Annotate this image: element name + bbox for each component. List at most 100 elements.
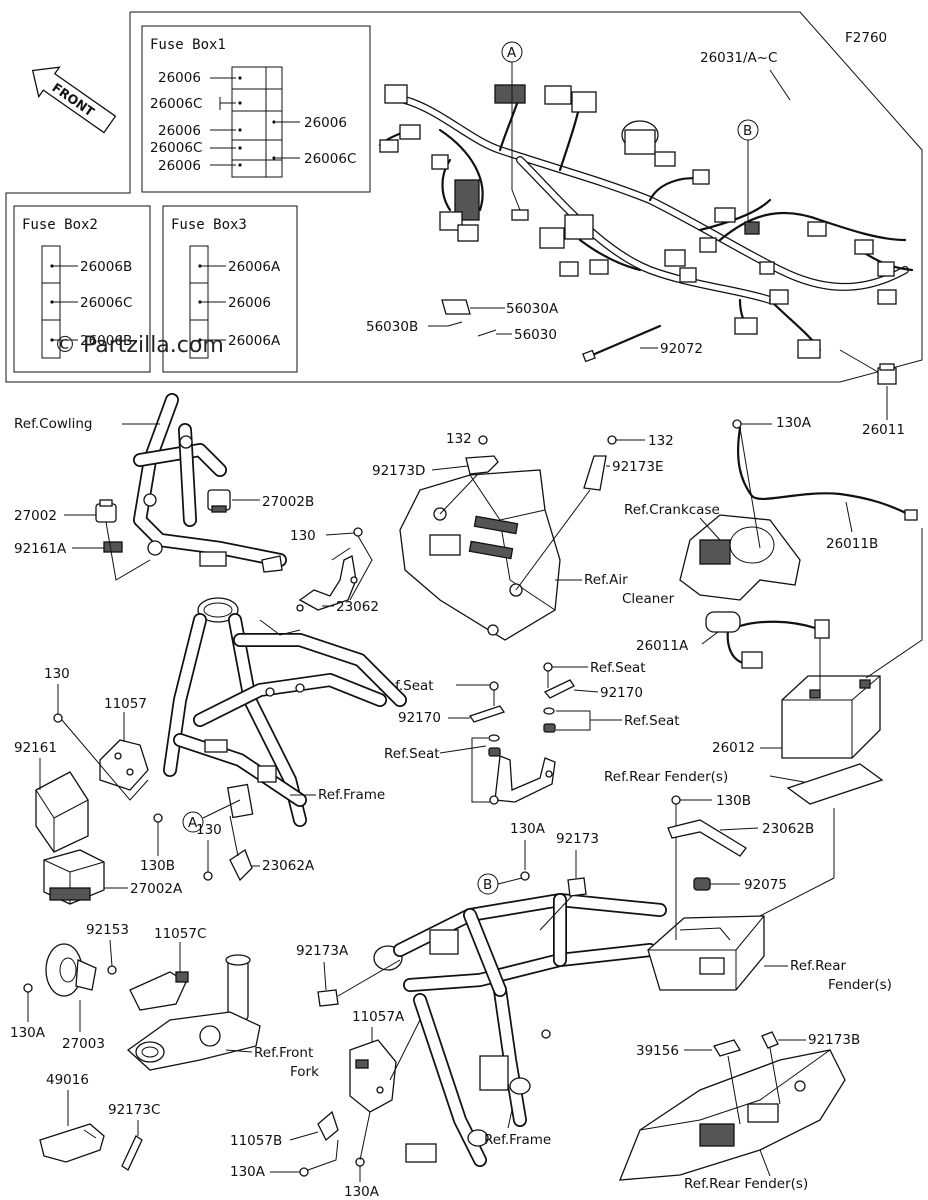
- label-26011A: 26011A: [636, 638, 689, 654]
- bolt-ref-seat-a-icon: [543, 662, 553, 688]
- horn-27003-icon: [45, 943, 97, 997]
- part-56030A-icon: [441, 299, 471, 315]
- fuse-box-2-title: Fuse Box2: [22, 217, 98, 233]
- label-27002B: 27002B: [262, 494, 314, 510]
- bolt-92153-icon: [107, 965, 117, 975]
- air-cleaner-icon: [399, 469, 561, 641]
- label-92173E: 92173E: [612, 459, 663, 475]
- label-23062: 23062: [336, 599, 379, 615]
- label-130A-l: 130A: [10, 1025, 46, 1041]
- label-130B-l: 130B: [140, 858, 175, 874]
- fuse1-label-6: 26006: [304, 115, 347, 131]
- bracket-11057A-icon: [349, 1039, 397, 1113]
- rear-fender-icon: [619, 1049, 846, 1181]
- fuse1-label-5: 26006: [158, 158, 201, 174]
- ecu-bracket-11057-icon: [99, 739, 149, 791]
- fuse-box-1: Fuse Box1 26006 26006C 26006 26006C 2600…: [141, 25, 371, 193]
- label-56030B: 56030B: [366, 319, 418, 335]
- fuse1-label-2: 26006C: [150, 96, 202, 112]
- label-ref-air-2: Cleaner: [622, 591, 675, 607]
- label-ref-front-fork-1: Ref.Front: [254, 1045, 313, 1061]
- watermark-text: © Partzilla.com: [54, 333, 224, 358]
- diagram-code: F2760: [845, 30, 887, 46]
- plate-92170-a-icon: [468, 705, 506, 723]
- cable-tie-92072-icon: [588, 324, 662, 358]
- callout-B-lower: B: [477, 873, 523, 895]
- fuse3-label-3: 26006A: [228, 333, 281, 349]
- cover-49016-icon: [39, 1123, 105, 1163]
- fuse2-label-1: 26006B: [80, 259, 132, 275]
- bolt-130A-b1-icon: [299, 1167, 309, 1177]
- label-56030: 56030: [514, 327, 557, 343]
- label-130B-r: 130B: [716, 793, 751, 809]
- label-26031: 26031/A~C: [700, 50, 777, 66]
- part-39156-icon: [713, 1039, 741, 1057]
- label-132-b: 132: [648, 433, 674, 449]
- label-39156: 39156: [636, 1043, 679, 1059]
- label-130A-b2: 130A: [344, 1184, 380, 1200]
- label-ref-front-fork-2: Fork: [290, 1064, 319, 1080]
- label-11057: 11057: [104, 696, 147, 712]
- label-23062B: 23062B: [762, 821, 814, 837]
- label-92173C: 92173C: [108, 1102, 160, 1118]
- label-92161: 92161: [14, 740, 57, 756]
- label-130A-b1: 130A: [230, 1164, 266, 1180]
- label-92153: 92153: [86, 922, 129, 938]
- bolt-130B-l-icon: [153, 813, 163, 823]
- label-130-a: 130: [290, 528, 316, 544]
- module-27002A-icon: [43, 849, 105, 905]
- label-92161A: 92161A: [14, 541, 67, 557]
- label-92075: 92075: [744, 877, 787, 893]
- battery-case-icon: [647, 915, 765, 991]
- callout-A-lower: A: [182, 799, 241, 833]
- label-23062A: 23062A: [262, 858, 315, 874]
- bracket-11057C-icon: [129, 971, 189, 1011]
- label-49016: 49016: [46, 1072, 89, 1088]
- bolt-130B-r-icon: [671, 795, 681, 805]
- relay-26011-icon: [877, 363, 897, 385]
- label-56030A: 56030A: [506, 301, 559, 317]
- fuse-box-2: Fuse Box2 26006B 26006C 26006B: [13, 205, 151, 373]
- label-92173A: 92173A: [296, 943, 349, 959]
- label-130-b: 130: [44, 666, 70, 682]
- label-26011B: 26011B: [826, 536, 878, 552]
- bolt-130-c-icon: [203, 871, 213, 881]
- label-27002: 27002: [14, 508, 57, 524]
- label-92170-b: 92170: [600, 685, 643, 701]
- label-132-a: 132: [446, 431, 472, 447]
- label-ref-seat-4: Ref.Seat: [384, 746, 440, 762]
- seat-bracket-icon: [489, 755, 556, 805]
- bracket-23062B-icon: [667, 819, 747, 857]
- bolt-130A-l-icon: [23, 983, 33, 993]
- label-ref-rear-fender-2b: Fender(s): [828, 977, 892, 993]
- grommets-ref-seat-icon: [488, 707, 556, 757]
- bracket-11057B-icon: [317, 1110, 339, 1142]
- label-ref-rear-fender-2a: Ref.Rear: [790, 958, 846, 974]
- fuse-box-3-title: Fuse Box3: [171, 217, 247, 233]
- callout-A-top: A: [501, 41, 523, 211]
- label-92173: 92173: [556, 831, 599, 847]
- bracket-92161A-icon: [103, 541, 123, 553]
- label-ref-frame-2: Ref.Frame: [484, 1132, 551, 1148]
- label-130-c: 130: [196, 822, 222, 838]
- bolt-130-a-icon: [353, 527, 363, 537]
- label-ref-air-1: Ref.Air: [584, 572, 628, 588]
- fuse2-label-3: 26006B: [80, 333, 132, 349]
- crankcase-icon: [679, 514, 801, 601]
- cowling-stay-icon: [133, 393, 287, 573]
- label-11057B: 11057B: [230, 1133, 282, 1149]
- label-26012: 26012: [712, 740, 755, 756]
- bolt-130A-m-icon: [520, 871, 530, 881]
- bolt-132-b-icon: [607, 435, 617, 445]
- label-92072: 92072: [660, 341, 703, 357]
- label-ref-rear-fender-3: Ref.Rear Fender(s): [684, 1176, 808, 1192]
- label-11057A: 11057A: [352, 1009, 405, 1025]
- clamp-92173-icon: [567, 877, 587, 897]
- label-ref-cowling: Ref.Cowling: [14, 416, 93, 432]
- relay-27002B-icon: [207, 489, 231, 513]
- fuse1-label-3: 26006: [158, 123, 201, 139]
- label-ref-crankcase: Ref.Crankcase: [624, 502, 720, 518]
- label-11057C: 11057C: [154, 926, 206, 942]
- fuse1-label-7: 26006C: [304, 151, 356, 167]
